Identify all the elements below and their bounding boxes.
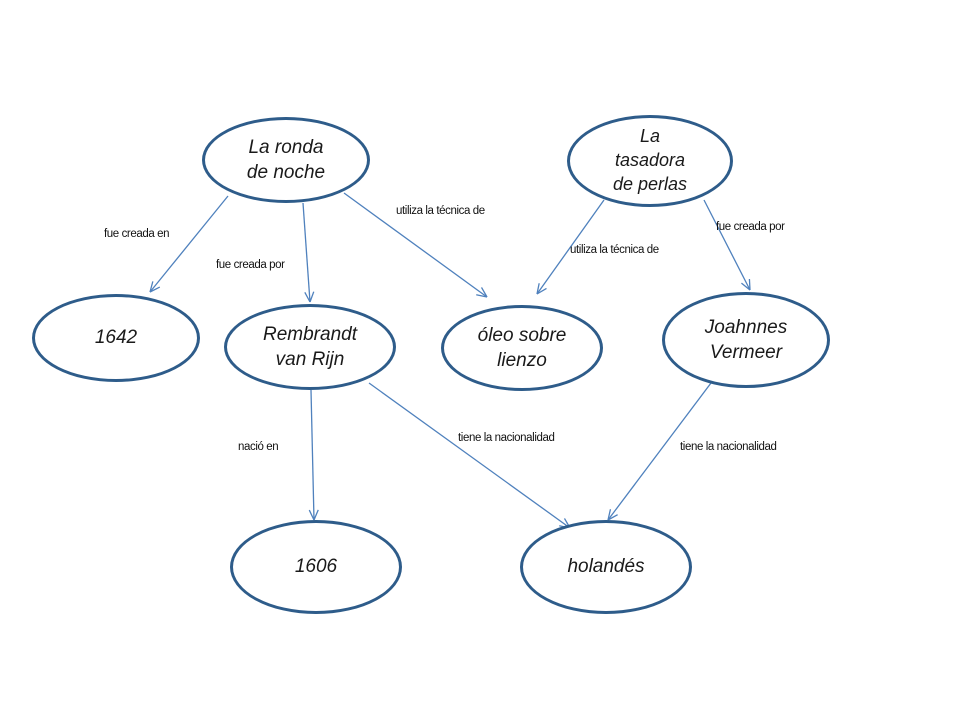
node-label-vermeer: Joahnnes Vermeer	[704, 316, 788, 363]
edge-e4	[536, 199, 605, 295]
node-label-rembrandt: Rembrandt van Rijn	[263, 323, 357, 370]
edge-e2	[302, 202, 315, 303]
edge-e6	[308, 389, 319, 521]
node-rembrandt[interactable]: Rembrandt van Rijn	[224, 304, 396, 390]
node-vermeer[interactable]: Joahnnes Vermeer	[662, 292, 830, 388]
edge-e7	[368, 382, 571, 529]
node-label-tasadora: La tasadora de perlas	[612, 126, 688, 194]
edge-label-e7: tiene la nacionalidad	[458, 432, 555, 444]
edge-label-e4: utiliza la técnica de	[570, 244, 659, 256]
edge-e3	[343, 192, 488, 298]
node-y1606[interactable]: 1606	[230, 520, 402, 614]
edge-label-e5: fue creada por	[716, 221, 785, 233]
edge-label-e6: nació en	[238, 441, 279, 453]
node-holandes[interactable]: holandés	[520, 520, 692, 614]
node-tasadora[interactable]: La tasadora de perlas	[567, 115, 733, 207]
node-label-y1606: 1606	[294, 556, 338, 578]
edge-e1	[149, 195, 229, 293]
node-label-ronda: La ronda de noche	[246, 136, 326, 183]
edge-e5	[703, 199, 751, 291]
node-label-y1642: 1642	[94, 327, 138, 349]
edge-label-e8: tiene la nacionalidad	[680, 441, 777, 453]
edge-label-e1: fue creada en	[104, 228, 170, 240]
edge-label-e2: fue creada por	[216, 259, 285, 271]
node-label-holandes: holandés	[567, 556, 645, 578]
edge-label-e3: utiliza la técnica de	[396, 205, 485, 217]
node-ronda[interactable]: La ronda de noche	[202, 117, 370, 203]
edge-e8	[607, 378, 715, 521]
node-y1642[interactable]: 1642	[32, 294, 200, 382]
node-oleo[interactable]: óleo sobre lienzo	[441, 305, 603, 391]
node-label-oleo: óleo sobre lienzo	[477, 324, 567, 371]
